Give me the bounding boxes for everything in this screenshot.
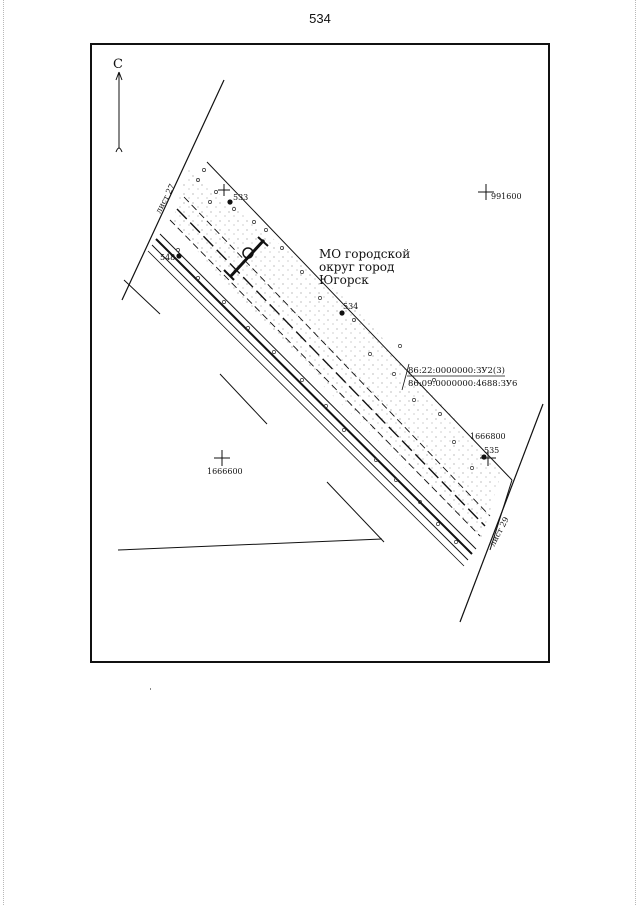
grid-label-1666600: 1666600 xyxy=(207,467,243,476)
grid-label-1666800: 1666800 xyxy=(470,432,506,441)
survey-point-548: 548 xyxy=(160,253,182,262)
survey-point-534: 534 xyxy=(339,302,358,316)
map-frame: С лист 27 лист 29 xyxy=(90,43,550,663)
culvert-symbol xyxy=(223,236,269,281)
grid-cross-991600: 991600 xyxy=(478,184,522,201)
point-label-534: 534 xyxy=(343,302,358,311)
road-corridor xyxy=(147,161,513,567)
point-label-533: 533 xyxy=(233,193,248,202)
road-side-lines xyxy=(117,279,385,551)
scan-edge-left xyxy=(3,0,5,905)
grid-label-991600: 991600 xyxy=(491,192,522,201)
parcel-hatched-band xyxy=(172,167,502,542)
grid-cross-top xyxy=(218,184,230,196)
grid-cross-1666800: 1666800 xyxy=(470,432,506,466)
grid-cross-1666600: 1666600 xyxy=(207,450,243,476)
survey-circles xyxy=(176,168,474,544)
survey-point-533: 533 xyxy=(227,193,248,205)
municipality-line-1: МО городской xyxy=(319,247,410,261)
parcel-number-lower: 86:09:0000000:4688:ЗУ6 xyxy=(408,379,517,389)
scan-speck xyxy=(150,688,151,690)
municipality-label: МО городской округ город Югорск xyxy=(319,247,410,287)
point-label-548: 548 xyxy=(160,253,175,262)
municipality-line-2: округ город xyxy=(319,260,394,274)
parcel-number-upper: 86:22:0000000:ЗУ2(3) xyxy=(408,365,505,376)
map-drawing: С лист 27 лист 29 xyxy=(113,57,544,623)
parcel-label: 86:22:0000000:ЗУ2(3) 86:09:0000000:4688:… xyxy=(401,363,517,391)
boundary-upper xyxy=(206,161,513,481)
north-arrow: С xyxy=(113,57,123,153)
scan-edge-right xyxy=(635,0,637,905)
boundary-right-edge xyxy=(489,479,513,551)
page-number: 534 xyxy=(309,11,331,26)
north-label: С xyxy=(113,57,123,72)
point-label-535: 535 xyxy=(484,446,499,455)
sheet-boundary-left xyxy=(121,79,225,301)
sheet-label-left: лист 27 xyxy=(154,182,177,215)
municipality-line-3: Югорск xyxy=(319,273,369,287)
